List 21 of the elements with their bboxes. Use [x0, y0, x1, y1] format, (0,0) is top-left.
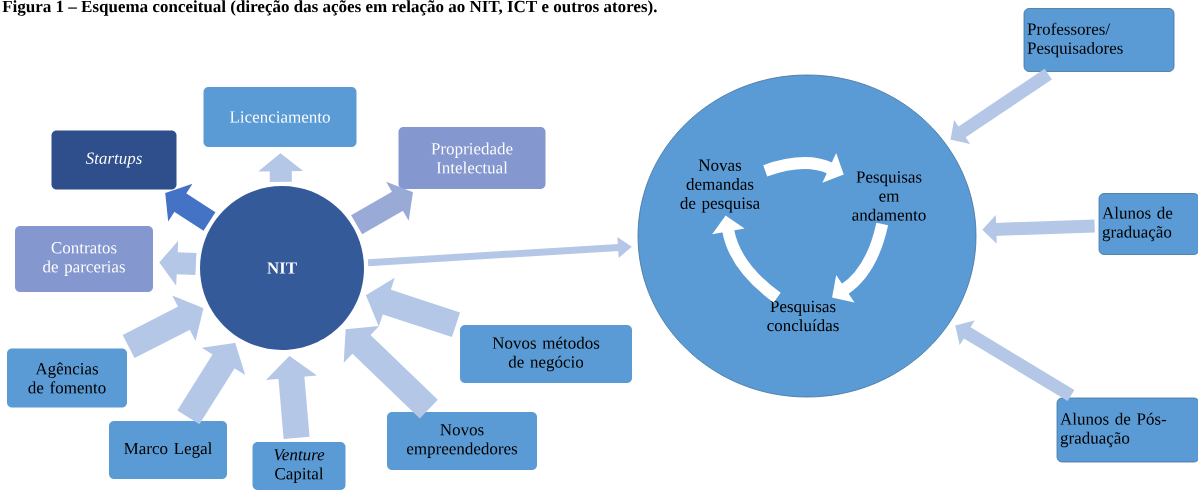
- cycle-label: Pesquisas em andamento: [852, 171, 926, 221]
- cycle-label: Novas demandas de pesquisa: [680, 159, 760, 213]
- figure-title: Figura 1 – Esquema conceitual (direção das ações em relação ao NIT, ICT e outros atores).: [2, 0, 657, 16]
- rounded-box: Alunos de graduação: [1098, 193, 1198, 255]
- rounded-box: Professores/ Pesquisadores: [1023, 8, 1175, 72]
- rounded-box: Novos empreendedores: [387, 412, 537, 470]
- rounded-box: Alunos de Pós-graduação: [1056, 397, 1198, 463]
- rounded-box: Licenciamento: [203, 87, 357, 147]
- rounded-box: Marco Legal: [109, 421, 227, 479]
- curved-arrow: [832, 222, 889, 303]
- rounded-box: Venture Capital: [252, 442, 346, 490]
- rounded-box: Startups: [51, 130, 177, 190]
- rounded-box: Agências de fomento: [7, 348, 127, 408]
- cycle-label: Pesquisas concluídas: [767, 300, 839, 332]
- circle-node: NIT: [200, 186, 364, 350]
- block-arrow: [351, 181, 413, 235]
- rounded-box: Propriedade Intelectual: [398, 127, 546, 189]
- rounded-box: Contratos de parcerias: [15, 226, 153, 292]
- rounded-box: Novos métodos de negócio: [460, 325, 632, 383]
- block-arrow: [950, 68, 1052, 144]
- circle-node: [637, 74, 977, 398]
